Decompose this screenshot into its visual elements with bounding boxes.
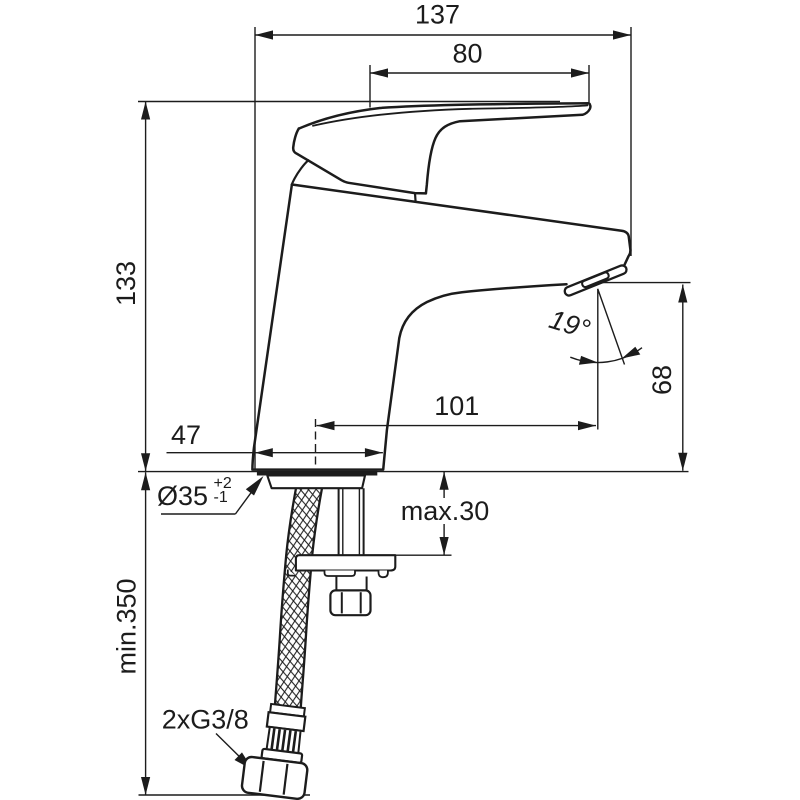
arrow-max30-top <box>439 471 449 490</box>
base-gasket <box>256 470 378 476</box>
arrow-angle-right <box>621 346 641 359</box>
crimp-ribs <box>270 728 298 754</box>
crimp-rib <box>275 728 282 752</box>
faucet-body-outline <box>251 183 568 471</box>
connection-nut-facet-right <box>282 763 289 795</box>
arrow-leader-hole <box>245 476 264 496</box>
label-hose-connection: 2xG3/8 <box>162 705 249 735</box>
arrow-min350-bottom <box>141 777 151 795</box>
label-outlet-angle: 19° <box>546 304 594 345</box>
escutcheon <box>266 474 367 490</box>
arrow-max30-bottom <box>439 537 449 555</box>
angle-ray <box>597 288 626 365</box>
arrowheads <box>141 30 688 795</box>
connection-nut-facet-left <box>258 760 265 792</box>
lever-skirt-step <box>413 192 417 203</box>
arrow-101-right <box>578 421 596 431</box>
arrow-47-left <box>254 448 273 458</box>
crimp-rib <box>291 730 298 754</box>
lever-skirt-edge <box>291 127 428 195</box>
connection-nut-body <box>240 755 309 800</box>
bracket-plate <box>294 554 397 572</box>
extension-lines <box>138 27 691 796</box>
crimp-rib <box>270 728 276 751</box>
hose-right-edge <box>299 487 324 709</box>
label-hole-tolerance-minus: -1 <box>214 489 228 506</box>
faucet <box>251 102 632 471</box>
connection-nut <box>240 755 309 800</box>
arrow-68-top <box>678 284 688 303</box>
label-body-height: 133 <box>111 261 141 306</box>
crimp-rib <box>280 729 287 752</box>
arrow-80-left <box>370 68 388 78</box>
arrow-68-bottom <box>678 452 688 471</box>
label-min-hose-length: min.350 <box>112 578 142 674</box>
hose-braid-texture <box>274 488 322 709</box>
crimp-rib <box>286 730 292 753</box>
mounting-bracket <box>286 554 397 579</box>
aerator-ring <box>581 271 610 289</box>
cartridge-dome <box>290 159 310 186</box>
label-max-deck-thickness: max.30 <box>401 496 490 526</box>
spout-outlet <box>563 264 628 297</box>
hose-left-edge <box>273 487 298 709</box>
dimension-labels: 137 80 133 47 101 68 19° Ø35 +2 -1 max.3… <box>111 0 677 735</box>
arrow-137-right <box>613 30 631 40</box>
label-lever-length: 80 <box>452 39 482 69</box>
arrow-133-top <box>141 101 151 120</box>
arrow-min350-top <box>141 472 151 491</box>
spout-top-edge <box>290 183 632 266</box>
arrow-angle-left <box>578 355 598 365</box>
arrow-101-left <box>316 421 335 431</box>
label-hole-tolerance-plus: +2 <box>214 475 232 492</box>
mounting-stud <box>335 576 368 591</box>
fixing-nut <box>329 589 372 617</box>
label-spout-reach: 101 <box>434 391 479 421</box>
fixing-nut-body <box>329 589 372 617</box>
bracket-curl <box>377 570 389 579</box>
label-outlet-height: 68 <box>647 365 677 395</box>
label-total-width: 137 <box>415 0 460 30</box>
label-base-width: 47 <box>171 420 201 450</box>
bracket-tab <box>323 570 356 577</box>
dimension-lines <box>144 34 684 795</box>
bracket-left-lip <box>286 569 296 577</box>
supply-hose <box>273 487 324 709</box>
arrow-137-left <box>255 30 273 40</box>
lever-top-inner-line <box>312 104 589 127</box>
hose-end-fitting <box>240 702 309 800</box>
arrow-47-right <box>364 448 383 458</box>
label-hole-diameter: Ø35 <box>157 481 208 511</box>
arrow-80-right <box>571 68 589 78</box>
arrow-133-bottom <box>141 453 151 472</box>
lever-outline <box>297 102 592 195</box>
threaded-shank <box>337 488 365 556</box>
